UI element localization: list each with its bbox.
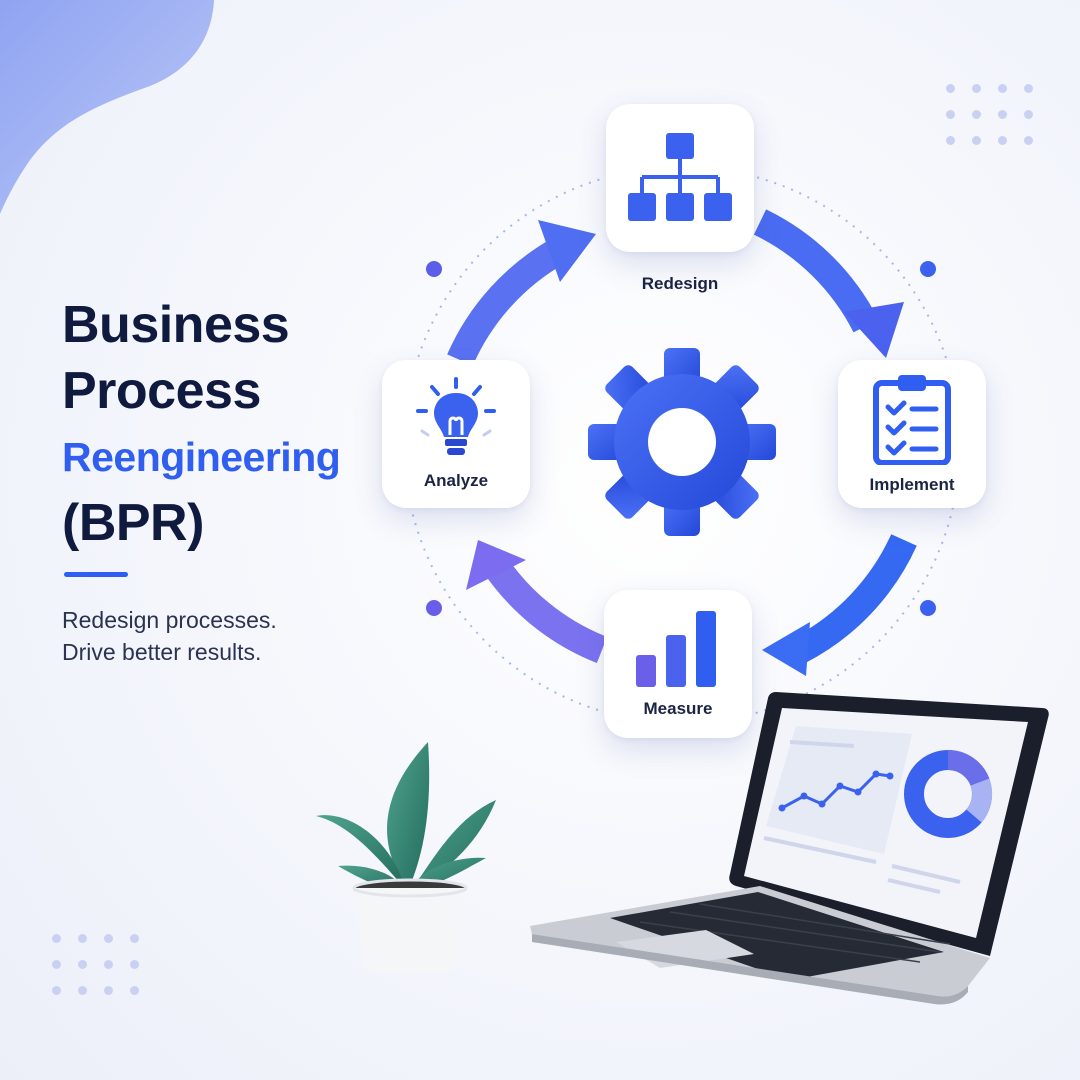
arc-analyze-redesign xyxy=(447,237,567,366)
dot-grid-bottom-left xyxy=(52,934,139,995)
gear-icon xyxy=(588,348,776,536)
org-chart-icon xyxy=(628,133,732,221)
arrowhead-to-redesign xyxy=(538,220,596,282)
title-line-4: (BPR) xyxy=(62,494,204,552)
orbit-dot xyxy=(426,261,442,277)
lightbulb-icon xyxy=(416,377,496,455)
tagline-line-2: Drive better results. xyxy=(62,639,262,665)
page-title: Business Process Reengineering (BPR) xyxy=(62,292,341,556)
title-line-2: Process xyxy=(62,362,261,420)
title-divider xyxy=(64,572,128,577)
step-label-measure: Measure xyxy=(643,699,713,718)
step-card-redesign: Redesign xyxy=(606,104,754,294)
potted-plant xyxy=(316,742,496,974)
step-label-implement: Implement xyxy=(869,475,955,494)
step-card-analyze: Analyze xyxy=(382,360,530,508)
arc-measure-analyze xyxy=(480,552,608,664)
arc-redesign-implement xyxy=(753,209,879,333)
clipboard-checklist-icon xyxy=(873,375,951,465)
orbit-dot xyxy=(920,261,936,277)
arrowhead-to-implement xyxy=(844,302,904,358)
step-card-implement: Implement xyxy=(838,360,986,508)
dot-grid-top-right xyxy=(946,84,1033,145)
bar-chart-icon xyxy=(636,611,716,687)
step-card-measure: Measure xyxy=(604,590,752,738)
arc-implement-measure xyxy=(793,534,917,663)
orbit-dot xyxy=(920,600,936,616)
tagline: Redesign processes. Drive better results… xyxy=(62,604,277,668)
step-label-analyze: Analyze xyxy=(423,471,489,490)
arrowhead-to-analyze xyxy=(466,540,526,590)
laptop-illustration xyxy=(530,692,1049,1005)
arrowhead-to-measure xyxy=(762,622,810,676)
corner-blob xyxy=(0,0,214,214)
orbit-dot xyxy=(426,600,442,616)
title-line-1: Business xyxy=(62,296,290,354)
tagline-line-1: Redesign processes. xyxy=(62,607,277,633)
step-label-redesign: Redesign xyxy=(641,274,719,293)
title-line-3: Reengineering xyxy=(62,434,341,480)
